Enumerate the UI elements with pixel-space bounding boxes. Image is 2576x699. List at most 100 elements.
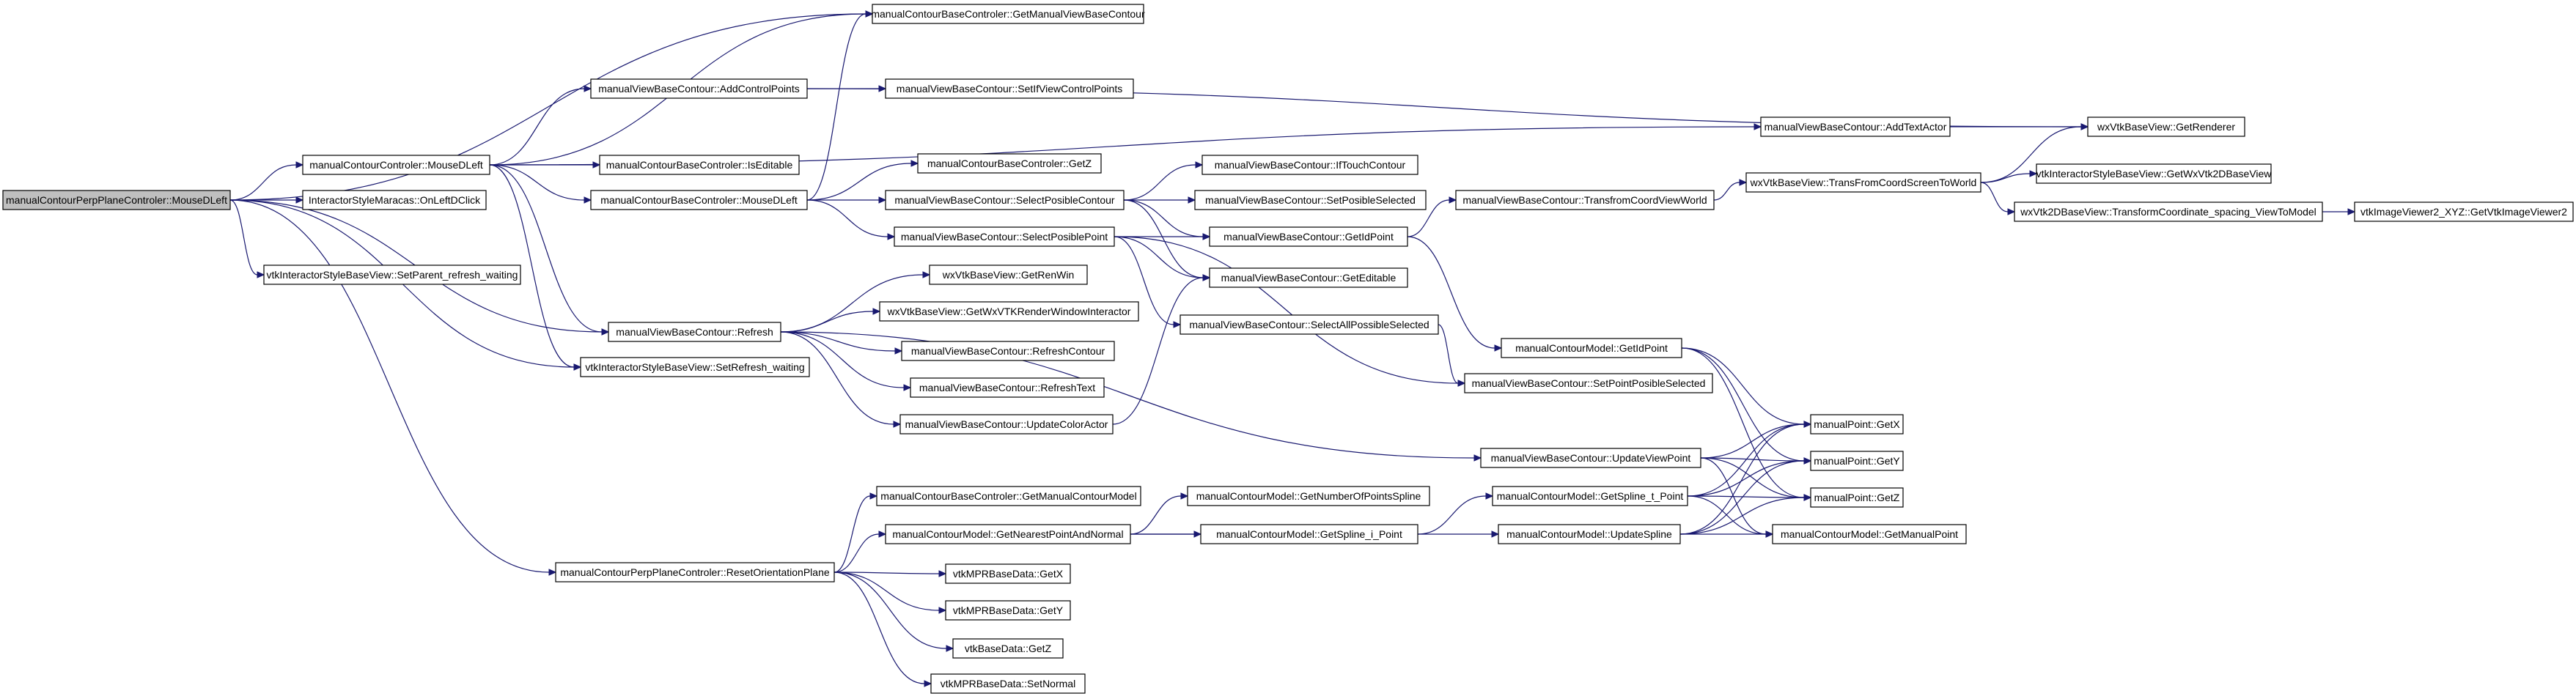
arrowhead-icon <box>1753 123 1762 130</box>
node-manualviewbasecontour-addtextactor[interactable]: manualViewBaseContour::AddTextActor <box>1760 116 1951 137</box>
edge-line <box>1123 199 1204 237</box>
node-manualpoint-getz[interactable]: manualPoint::GetZ <box>1810 487 1904 508</box>
node-manualviewbasecontour-setifviewcontrolpoints[interactable]: manualViewBaseContour::SetIfViewControlP… <box>885 78 1134 99</box>
arrowhead-icon <box>872 308 881 315</box>
arrowhead-icon <box>865 10 874 18</box>
call-edge-refresh-to-getWxRWI <box>780 308 881 333</box>
call-edge-getIdPointV-to-getIdPointM <box>1407 236 1503 352</box>
node-box <box>302 190 487 210</box>
node-manualcontourmodel-getidpoint[interactable]: manualContourModel::GetIdPoint <box>1501 338 1682 358</box>
node-wxvtk2dbaseview-transformcoordinate-spacing-viewtomodel[interactable]: wxVtk2DBaseView::TransformCoordinate_spa… <box>2014 201 2323 222</box>
node-wxvtkbaseview-getrenwin[interactable]: wxVtkBaseView::GetRenWin <box>929 265 1088 285</box>
node-manualcontourbasecontroler-mousedleft[interactable]: manualContourBaseControler::MouseDLeft <box>590 190 808 210</box>
node-manualcontourperpplanecontroler-resetorientationplane[interactable]: manualContourPerpPlaneControler::ResetOr… <box>555 562 835 582</box>
edge-line <box>1700 457 1805 498</box>
node-manualviewbasecontour-selectposiblecontour[interactable]: manualViewBaseContour::SelectPosibleCont… <box>885 190 1125 210</box>
node-box <box>876 486 1141 506</box>
node-manualcontourmodel-getmanualpoint[interactable]: manualContourModel::GetManualPoint <box>1772 524 1967 544</box>
node-manualcontourcontroler-mousedleft[interactable]: manualContourControler::MouseDLeft <box>302 155 490 175</box>
node-vtkmprbasedata-setnormal[interactable]: vtkMPRBaseData::SetNormal <box>930 673 1086 694</box>
node-manualviewbasecontour-updateviewpoint[interactable]: manualViewBaseContour::UpdateViewPoint <box>1480 448 1701 468</box>
node-vtkimageviewer2-xyz-getvtkimageviewer2[interactable]: vtkImageViewer2_XYZ::GetVtkImageViewer2 <box>2354 201 2574 222</box>
node-box <box>1810 451 1904 471</box>
node-manualviewbasecontour-refresh[interactable]: manualViewBaseContour::Refresh <box>608 322 781 342</box>
node-box <box>302 155 490 175</box>
node-wxvtkbaseview-getwxvtkrenderwindowinteractor[interactable]: wxVtkBaseView::GetWxVTKRenderWindowInter… <box>879 301 1139 322</box>
node-label: manualViewBaseContour::RefreshContour <box>911 345 1105 357</box>
node-vtkinteractorstylebaseview-setrefresh-waiting[interactable]: vtkInteractorStyleBaseView::SetRefresh_w… <box>580 357 810 377</box>
arrowhead-icon <box>1494 344 1503 352</box>
node-manualcontourbasecontroler-getmanualcontourmodel[interactable]: manualContourBaseControler::GetManualCon… <box>876 486 1141 506</box>
node-box <box>1772 524 1967 544</box>
node-manualviewbasecontour-geteditable[interactable]: manualViewBaseContour::GetEditable <box>1209 267 1408 288</box>
call-edge-resetOrient-to-mprY <box>833 572 947 614</box>
node-vtkbasedata-getz[interactable]: vtkBaseData::GetZ <box>952 638 1064 659</box>
node-vtkinteractorstylebaseview-getwxvtk2dbaseview[interactable]: vtkInteractorStyleBaseView::GetWxVtk2DBa… <box>2036 163 2273 184</box>
node-box <box>894 226 1115 247</box>
node-manualviewbasecontour-updatecoloractor[interactable]: manualViewBaseContour::UpdateColorActor <box>899 414 1114 434</box>
node-label: manualViewBaseContour::SetPosibleSelecte… <box>1205 194 1416 206</box>
call-edge-selAll-to-setPointPos <box>1438 324 1466 387</box>
call-edge-baseMouse-to-selPoint <box>806 199 896 240</box>
node-manualviewbasecontour-setposibleselected[interactable]: manualViewBaseContour::SetPosibleSelecte… <box>1194 190 1427 210</box>
node-manualpoint-getx[interactable]: manualPoint::GetX <box>1810 414 1904 434</box>
node-label: manualViewBaseContour::RefreshText <box>919 382 1095 393</box>
node-box <box>1209 267 1408 288</box>
node-manualviewbasecontour-selectallpossibleselected[interactable]: manualViewBaseContour::SelectAllPossible… <box>1180 314 1439 335</box>
node-box <box>930 673 1086 694</box>
node-vtkmprbasedata-getx[interactable]: vtkMPRBaseData::GetX <box>945 563 1071 584</box>
node-label: wxVtkBaseView::GetWxVTKRenderWindowInter… <box>887 306 1131 317</box>
node-vtkmprbasedata-gety[interactable]: vtkMPRBaseData::GetY <box>945 600 1071 621</box>
edge-line <box>1681 347 1805 462</box>
node-manualviewbasecontour-setpointposibleselected[interactable]: manualViewBaseContour::SetPointPosibleSe… <box>1464 373 1713 393</box>
edge-line <box>1679 424 1805 535</box>
node-box <box>1498 524 1681 544</box>
node-label: manualViewBaseContour::UpdateColorActor <box>905 418 1108 430</box>
edge-line <box>1679 497 1805 535</box>
call-edge-root-to-setParentRefresh <box>229 199 265 278</box>
node-manualviewbasecontour-getidpoint[interactable]: manualViewBaseContour::GetIdPoint <box>1209 226 1408 247</box>
node-manualviewbasecontour-selectposiblepoint[interactable]: manualViewBaseContour::SelectPosiblePoin… <box>894 226 1115 247</box>
node-label: manualViewBaseContour::SetPointPosibleSe… <box>1472 377 1706 389</box>
node-manualcontourperpplanecontroler-mousedleft[interactable]: manualContourPerpPlaneControler::MouseDL… <box>2 190 231 210</box>
node-manualcontourmodel-updatespline[interactable]: manualContourModel::UpdateSpline <box>1498 524 1681 544</box>
node-wxvtkbaseview-getrenderer[interactable]: wxVtkBaseView::GetRenderer <box>2087 116 2245 137</box>
node-manualviewbasecontour-transfromcoordviewworld[interactable]: manualViewBaseContour::TransfromCoordVie… <box>1455 190 1715 210</box>
node-manualcontourmodel-getspline-t-point[interactable]: manualContourModel::GetSpline_t_Point <box>1492 486 1688 506</box>
node-interactorstylemaracas-onleftdclick[interactable]: InteractorStyleMaracas::OnLeftDClick <box>302 190 487 210</box>
call-edge-nearest-to-numSpline <box>1130 492 1189 535</box>
node-manualviewbasecontour-refreshtext[interactable]: manualViewBaseContour::RefreshText <box>910 377 1105 398</box>
edge-line <box>1112 277 1204 425</box>
call-edge-resetOrient-to-mprX <box>833 570 947 577</box>
edge-line <box>806 13 866 201</box>
arrowhead-icon <box>584 196 592 204</box>
edge-line <box>489 164 575 368</box>
node-manualcontourbasecontroler-iseditable[interactable]: manualContourBaseControler::IsEditable <box>599 155 800 175</box>
call-edge-updSpline-to-getManualPoint <box>1680 530 1774 538</box>
node-label: manualViewBaseContour::TransfromCoordVie… <box>1462 194 1707 206</box>
node-box <box>945 600 1071 621</box>
node-vtkinteractorstylebaseview-setparent-refresh-waiting[interactable]: vtkInteractorStyleBaseView::SetParent_re… <box>263 265 521 285</box>
node-label: manualViewBaseContour::SelectPosibleCont… <box>894 194 1114 206</box>
call-edge-selContour-to-ifTouch <box>1123 161 1204 201</box>
node-manualcontourbasecontroler-getmanualviewbasecontour[interactable]: manualContourBaseControler::GetManualVie… <box>871 4 1145 24</box>
node-manualcontourbasecontroler-getz[interactable]: manualContourBaseControler::GetZ <box>917 153 1102 174</box>
call-edge-selPoint-to-getEditable <box>1114 236 1211 281</box>
node-label: manualViewBaseContour::GetIdPoint <box>1223 231 1394 243</box>
node-manualcontourmodel-getnumberofpointsspline[interactable]: manualContourModel::GetNumberOfPointsSpl… <box>1187 486 1430 506</box>
call-edge-transScreen-to-transform2D <box>1980 182 2016 215</box>
node-box <box>2087 116 2245 137</box>
edge-line <box>1123 199 1204 278</box>
node-manualpoint-gety[interactable]: manualPoint::GetY <box>1810 451 1904 471</box>
node-wxvtkbaseview-transfromcoordscreentoworld[interactable]: wxVtkBaseView::TransFromCoordScreenToWor… <box>1745 172 1981 193</box>
call-edge-resetOrient-to-nearest <box>833 530 887 573</box>
node-label: manualViewBaseContour::GetEditable <box>1221 272 1396 284</box>
node-manualcontourmodel-getnearestpointandnormal[interactable]: manualContourModel::GetNearestPointAndNo… <box>885 524 1131 544</box>
node-manualviewbasecontour-refreshcontour[interactable]: manualViewBaseContour::RefreshContour <box>901 341 1115 361</box>
node-manualcontourmodel-getspline-i-point[interactable]: manualContourModel::GetSpline_i_Point <box>1200 524 1418 544</box>
arrowhead-icon <box>887 233 896 240</box>
node-box <box>910 377 1105 398</box>
arrowhead-icon <box>946 645 954 652</box>
node-manualviewbasecontour-iftouchcontour[interactable]: manualViewBaseContour::IfTouchContour <box>1201 155 1418 175</box>
node-manualviewbasecontour-addcontrolpoints[interactable]: manualViewBaseContour::AddControlPoints <box>590 78 808 99</box>
